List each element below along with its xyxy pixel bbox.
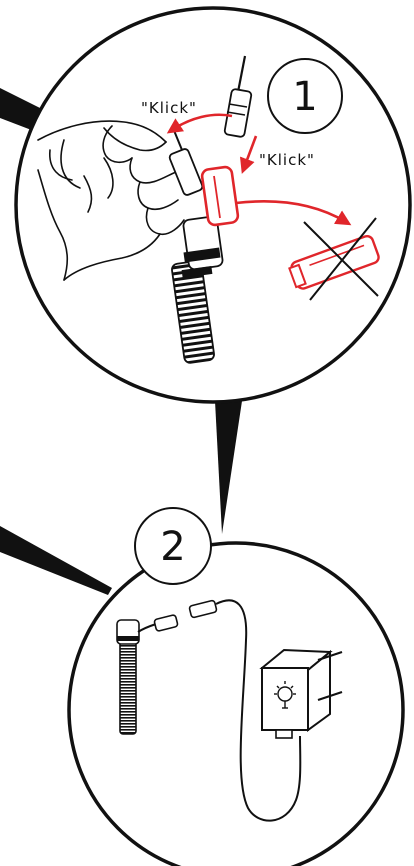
step-2-panel: 2: [0, 508, 403, 866]
klick-label-right: "Klick": [259, 151, 315, 169]
hose-icon-small: [117, 620, 139, 734]
step-2-number: 2: [160, 524, 185, 570]
pointer-wedge-down: [215, 401, 242, 534]
red-cap-icon: [201, 166, 239, 226]
step-2-circle: [69, 543, 403, 866]
step-1-number: 1: [292, 74, 317, 120]
pointer-wedge-left-bottom: [0, 526, 112, 595]
step-1-panel: "Klick" "Klick" 1: [0, 8, 410, 534]
klick-label-left: "Klick": [141, 99, 197, 117]
